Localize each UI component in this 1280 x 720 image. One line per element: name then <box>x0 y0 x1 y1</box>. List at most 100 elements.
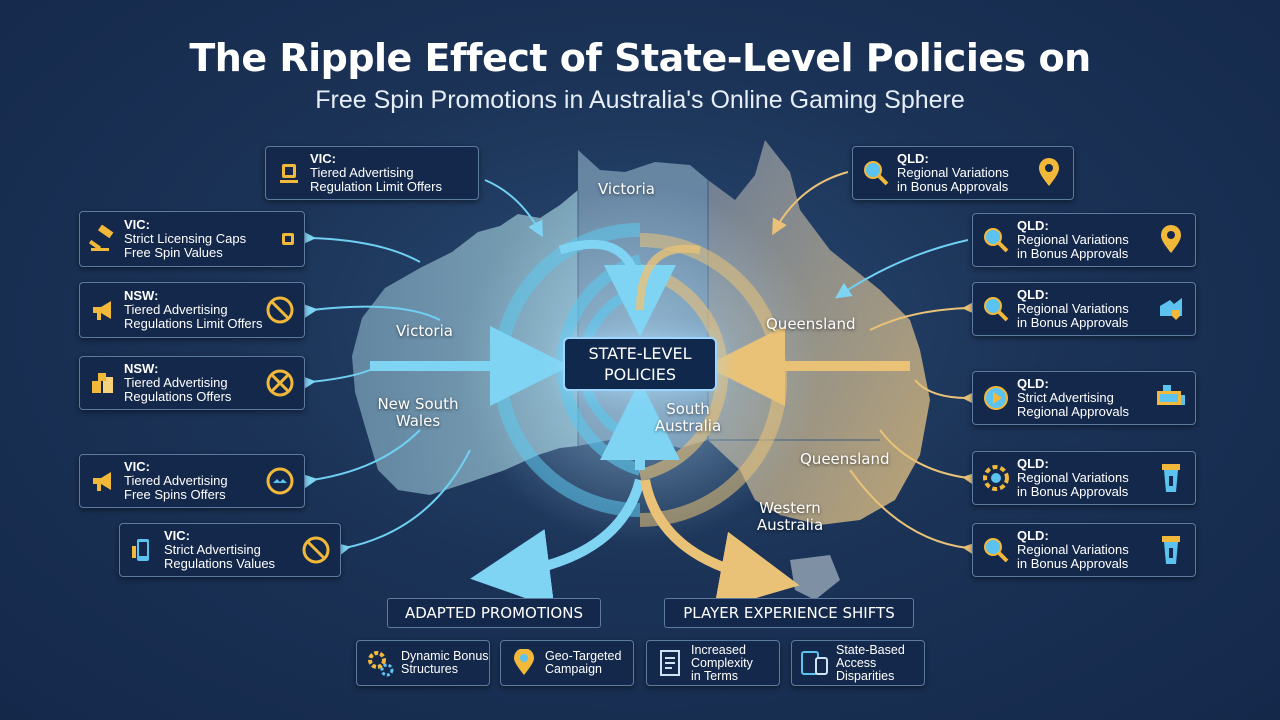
megaphone-icon <box>88 466 118 496</box>
chips-icon <box>88 368 118 398</box>
section-player-experience: PLAYER EXPERIENCE SHIFTS <box>664 598 914 628</box>
map-tasmania <box>790 555 840 600</box>
play-badge-icon <box>981 383 1011 413</box>
card-state: VIC: <box>164 528 190 543</box>
map-shield-icon <box>1155 293 1187 325</box>
chip-icon <box>278 223 298 255</box>
card-line-1: Regional Variations <box>1017 232 1129 247</box>
region-label-western-australia: Western Australia <box>756 499 824 534</box>
prohibited-icon <box>300 534 332 566</box>
card-line-1: Regional Variations <box>1017 470 1129 485</box>
card-line-2: Access <box>836 655 877 670</box>
page-title: The Ripple Effect of State-Level Policie… <box>189 36 1091 80</box>
card-line-1: Strict Advertising <box>164 542 261 557</box>
gear-badge-icon <box>981 463 1011 493</box>
region-label-victoria-top: Victoria <box>598 180 655 198</box>
card-line-1: Dynamic Bonus <box>401 649 489 663</box>
card-line-1: Increased <box>691 642 746 657</box>
card-line-2: in Bonus Approvals <box>1017 484 1129 499</box>
page-subtitle: Free Spin Promotions in Australia's Onli… <box>315 86 965 114</box>
region-label-victoria-mid: Victoria <box>396 322 453 340</box>
region-label-nsw: New South Wales <box>377 395 459 430</box>
badge-icon <box>264 465 296 497</box>
card-line-1: Strict Licensing Caps <box>124 231 247 246</box>
card-line-2: Regulations Values <box>164 556 276 571</box>
card-line-2: Regulations Limit Offers <box>124 316 263 331</box>
card-line-1: Tiered Advertising <box>124 375 228 390</box>
card-line-2: in Bonus Approvals <box>1017 315 1129 330</box>
card-line-1: Geo-Targeted <box>545 649 622 663</box>
card-line-3: Disparities <box>836 668 895 683</box>
map-pin-icon <box>1033 157 1065 189</box>
card-line-2: Regulation Limit Offers <box>310 179 442 194</box>
location-icon <box>509 648 539 678</box>
magnifier-icon <box>981 225 1011 255</box>
card-line-2: Regional Approvals <box>1017 404 1130 419</box>
cup-icon <box>1155 462 1187 494</box>
gears-icon <box>365 648 395 678</box>
region-label-south-australia: South Australia <box>654 400 722 435</box>
cup-icon <box>1155 534 1187 566</box>
card-state: NSW: <box>124 361 159 376</box>
laptop-icon <box>1155 382 1187 414</box>
center-line-2: POLICIES <box>603 365 677 384</box>
map-pin-icon <box>1155 224 1187 256</box>
devices-icon <box>800 648 830 678</box>
gavel-icon <box>88 224 118 254</box>
card-line-2: Complexity <box>691 655 753 670</box>
megaphone-icon <box>88 295 118 325</box>
card-line-2: Regulations Offers <box>124 389 232 404</box>
card-state: QLD: <box>1017 376 1049 391</box>
card-line-1: State-Based <box>836 642 905 657</box>
card-line-1: Regional Variations <box>1017 542 1129 557</box>
region-label-queensland-mid: Queensland <box>800 450 890 468</box>
prohibited-icon <box>264 294 296 326</box>
card-line-1: Regional Variations <box>897 165 1009 180</box>
region-label-queensland-top: Queensland <box>766 315 856 333</box>
card-line-2: Structures <box>401 662 458 676</box>
card-state: QLD: <box>1017 528 1049 543</box>
magnifier-icon <box>981 294 1011 324</box>
card-line-2: Free Spins Offers <box>124 487 226 502</box>
section-adapted-promotions: ADAPTED PROMOTIONS <box>387 598 601 628</box>
card-line-1: Tiered Advertising <box>124 473 228 488</box>
document-icon <box>655 648 685 678</box>
magnifier-icon <box>981 535 1011 565</box>
card-state: NSW: <box>124 288 159 303</box>
card-line-2: in Bonus Approvals <box>1017 556 1129 571</box>
card-state: QLD: <box>1017 287 1049 302</box>
card-line-2: in Bonus Approvals <box>897 179 1009 194</box>
magnifier-icon <box>861 158 891 188</box>
card-line-1: Strict Advertising <box>1017 390 1114 405</box>
card-line-1: Tiered Advertising <box>124 302 228 317</box>
center-line-1: STATE-LEVEL <box>588 344 692 363</box>
card-line-1: Tiered Advertising <box>310 165 414 180</box>
card-line-1: Regional Variations <box>1017 301 1129 316</box>
card-state: QLD: <box>1017 218 1049 233</box>
card-line-2: Free Spin Values <box>124 245 223 260</box>
card-line-3: in Terms <box>691 668 739 683</box>
chip-icon <box>274 158 304 188</box>
phone-icon <box>128 535 158 565</box>
card-state: VIC: <box>124 217 150 232</box>
center-policies-box: STATE-LEVEL POLICIES <box>563 337 717 391</box>
prohibited-icon <box>264 367 296 399</box>
card-state: VIC: <box>124 459 150 474</box>
card-state: VIC: <box>310 151 336 166</box>
